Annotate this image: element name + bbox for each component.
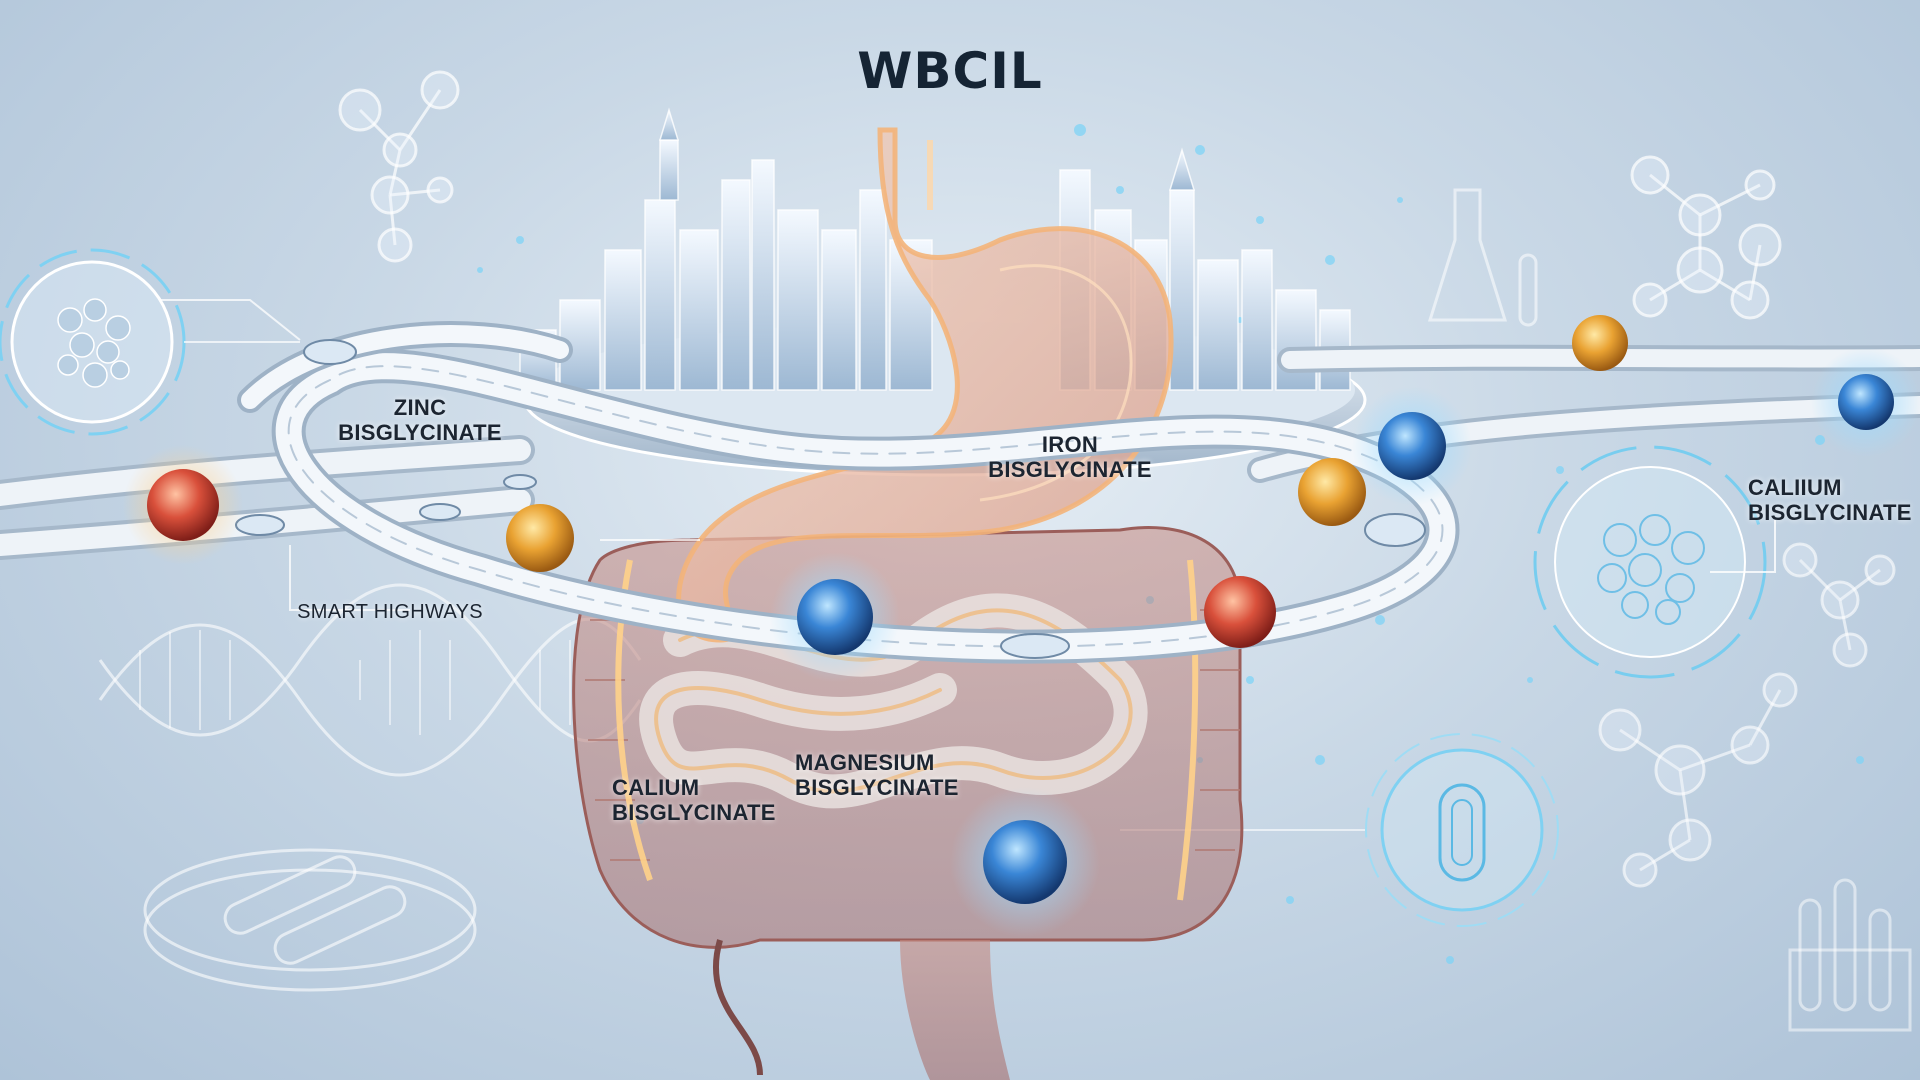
label-line-2: BISGLYCINATE [988,457,1152,482]
test-tube-rack-icon [1788,878,1912,1032]
label-zinc-bisglycinate: ZINC BISGLYCINATE [335,395,505,445]
leader-lines [160,299,700,611]
molecule-icon [338,70,460,263]
label-line-2: BISGLYCINATE [795,775,959,800]
bacteria-circle-icon [1120,733,1559,927]
molecule-icon [1598,672,1798,888]
molecule-icon [1782,542,1896,668]
label-line-2: BISGLYCINATE [1748,500,1912,525]
label-smart-highways: SMART HIGHWAYS [297,601,483,623]
dna-helix-icon [98,583,642,777]
label-line-2: BISGLYCINATE [338,420,502,445]
label-calium-bisglycinate-left: CALIUM BISGLYCINATE [612,775,782,825]
label-magnesium-bisglycinate: MAGNESIUM BISGLYCINATE [795,750,965,800]
label-iron-bisglycinate: IRON BISGLYCINATE [985,432,1155,482]
label-line-1: CALIIUM [1748,475,1842,500]
molecule-icon [1630,155,1782,320]
label-line-1: MAGNESIUM [795,750,935,775]
petri-dish-icon [143,848,477,992]
cell-circle-icon [0,248,300,436]
label-line-1: IRON [1041,432,1099,457]
stomach [676,127,1174,643]
cell-circle-icon [1533,445,1776,679]
flask-icon [1427,188,1538,327]
label-line-1: ZINC [393,395,447,420]
label-line-2: BISGLYCINATE [612,800,776,825]
page-title: WBCIL [857,42,1043,100]
label-line-1: CALIUM [612,775,700,800]
nutrient-spheres [123,315,1920,937]
label-calium-bisglycinate-right: CALIIUM BISGLYCINATE [1748,475,1918,525]
